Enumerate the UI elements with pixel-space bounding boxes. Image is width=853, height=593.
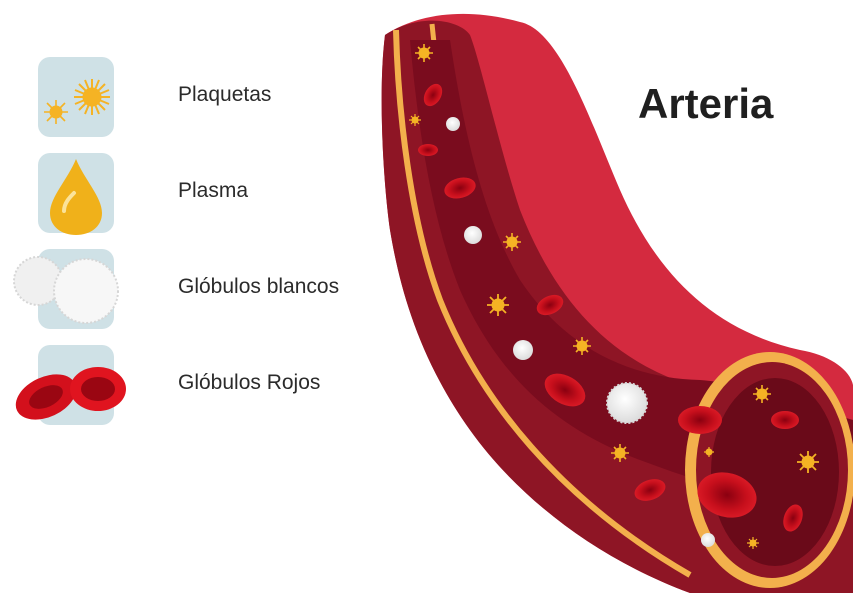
legend-item-plasma: Plasma bbox=[14, 153, 414, 235]
legend-label-platelets: Plaquetas bbox=[178, 83, 271, 107]
legend-item-red-cells: Glóbulos Rojos bbox=[14, 345, 414, 427]
platelet-icon bbox=[14, 57, 124, 139]
red-blood-cell bbox=[771, 411, 799, 429]
platelet bbox=[487, 294, 509, 316]
red-blood-cell bbox=[678, 406, 722, 434]
white-blood-cell bbox=[607, 383, 647, 423]
artery-cross-section-lumen bbox=[711, 378, 839, 566]
red-blood-cell-icon bbox=[14, 345, 134, 427]
legend-item-white-cells: Glóbulos blancos bbox=[14, 249, 414, 331]
white-blood-cell bbox=[513, 340, 533, 360]
white-blood-cell bbox=[701, 533, 715, 547]
plasma-drop-icon bbox=[14, 153, 124, 235]
legend-label-plasma: Plasma bbox=[178, 179, 248, 203]
legend-label-red-cells: Glóbulos Rojos bbox=[178, 371, 320, 395]
diagram-title: Arteria bbox=[638, 80, 773, 128]
white-blood-cell bbox=[464, 226, 482, 244]
legend-label-white-cells: Glóbulos blancos bbox=[178, 275, 339, 299]
white-blood-cell bbox=[446, 117, 460, 131]
red-blood-cell bbox=[418, 144, 438, 156]
legend-item-platelets: Plaquetas bbox=[14, 57, 414, 139]
white-blood-cell-icon bbox=[14, 249, 124, 331]
platelet bbox=[797, 451, 819, 473]
